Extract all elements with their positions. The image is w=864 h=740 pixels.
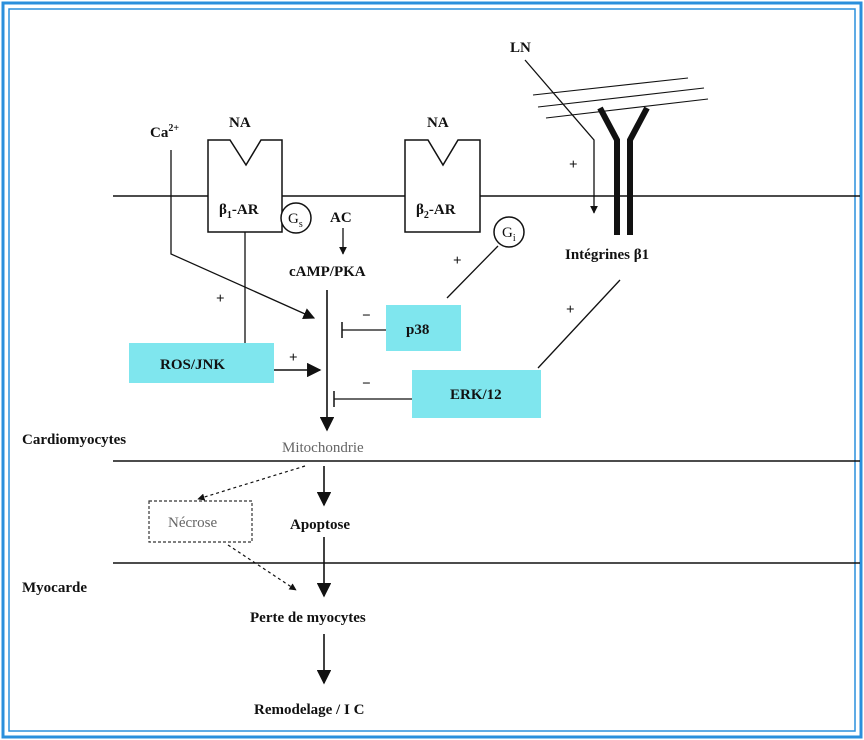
svg-text:ERK/12: ERK/12 xyxy=(450,387,502,403)
na2-label: NA xyxy=(427,115,449,131)
ca-arrow xyxy=(170,150,316,320)
p38-box: p38 xyxy=(386,305,461,351)
perte-label: Perte de myocytes xyxy=(250,610,366,626)
integrin-plus: + xyxy=(566,302,575,318)
p38-minus: − xyxy=(362,308,371,324)
remodelage-label: Remodelage / I C xyxy=(254,702,364,718)
integrines-label: Intégrines β1 xyxy=(565,247,649,263)
gi-plus: + xyxy=(453,253,462,269)
gs-protein: Gs xyxy=(280,202,312,234)
cardiomyocytes-label: Cardiomyocytes xyxy=(22,432,126,448)
svg-text:Gs: Gs xyxy=(288,211,303,230)
necrose-to-perte-arrow xyxy=(227,544,297,591)
svg-text:Gi: Gi xyxy=(502,225,516,244)
ros-plus: + xyxy=(289,350,298,366)
svg-text:ROS/JNK: ROS/JNK xyxy=(160,357,225,373)
necrose-label: Nécrose xyxy=(168,515,217,531)
camp-label: cAMP/PKA xyxy=(289,264,366,280)
gi-to-p38 xyxy=(446,245,499,299)
inner-frame xyxy=(8,8,856,732)
na1-label: NA xyxy=(229,115,251,131)
beta2-label: β2-AR xyxy=(416,202,456,221)
beta1-label: β1-AR xyxy=(219,202,259,221)
ca-label: Ca2+ xyxy=(150,123,179,141)
ln-label: LN xyxy=(510,40,531,56)
integrin-to-erk xyxy=(537,279,621,369)
beta1-receptor: NA β1-AR xyxy=(207,115,283,233)
gi-protein: Gi xyxy=(493,216,525,248)
ln-plus: + xyxy=(569,157,578,173)
erk-minus: − xyxy=(362,376,371,392)
integrin-receptor xyxy=(597,106,650,235)
apoptose-label: Apoptose xyxy=(290,517,350,533)
erk-box: ERK/12 xyxy=(412,370,541,418)
laminin-fibers xyxy=(532,77,709,119)
beta2-receptor: NA β2-AR xyxy=(404,115,481,233)
ln-arrow xyxy=(524,59,598,214)
svg-text:p38: p38 xyxy=(406,322,429,338)
mito-to-necrose-arrow xyxy=(197,465,306,501)
ros-jnk-box: ROS/JNK xyxy=(129,343,274,383)
ca-plus: + xyxy=(216,291,225,307)
mitochondrie-label: Mitochondrie xyxy=(282,440,364,456)
necrose-box xyxy=(148,500,253,543)
myocarde-label: Myocarde xyxy=(22,580,87,596)
ac-label: AC xyxy=(330,210,352,226)
